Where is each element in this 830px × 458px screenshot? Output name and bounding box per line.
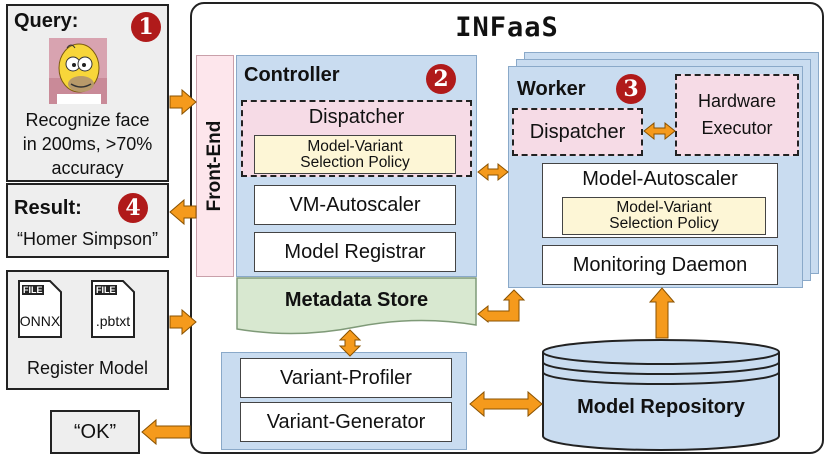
controller-title: Controller: [244, 64, 340, 86]
model-autoscaler-label: Model-Autoscaler: [582, 168, 738, 190]
vm-autoscaler: VM-Autoscaler: [254, 185, 456, 225]
worker-policy-line-1: Model-Variant: [616, 199, 712, 216]
hardware-executor-line-2: Executor: [701, 118, 773, 138]
worker-title: Worker: [517, 78, 586, 100]
query-title: Query:: [14, 10, 79, 32]
model-repository-cylinder: [542, 339, 780, 451]
controller-selection-policy: Model-Variant Selection Policy: [254, 135, 456, 174]
file-tag-1: FILE: [23, 285, 43, 295]
register-model-box: FILE ONNX FILE .pbtxt Register Model: [6, 270, 169, 390]
variant-profiler: Variant-Profiler: [240, 358, 452, 398]
hardware-executor-line-1: Hardware: [697, 91, 777, 111]
register-model-label: Register Model: [26, 358, 149, 378]
result-box: Result: 4 “Homer Simpson”: [6, 183, 169, 258]
model-registrar: Model Registrar: [254, 232, 456, 272]
model-repository-label: Model Repository: [577, 396, 745, 418]
hardware-executor: Hardware Executor: [675, 74, 799, 156]
file-pbtxt-label: .pbtxt: [95, 313, 131, 329]
file-onnx-label: ONNX: [19, 313, 61, 329]
worker-badge: 3: [616, 74, 646, 104]
query-badge: 1: [131, 12, 161, 42]
homer-avatar: [49, 38, 107, 104]
controller-policy-line-2: Selection Policy: [300, 153, 410, 171]
monitoring-daemon: Monitoring Daemon: [542, 245, 778, 285]
query-line-1: Recognize face: [25, 110, 150, 130]
controller-dispatcher-label: Dispatcher: [308, 106, 405, 128]
query-box: Query: 1 Recognize face in 200ms, >70% a…: [6, 4, 169, 182]
worker-dispatcher: Dispatcher: [512, 108, 643, 156]
controller-policy-line-1: Model-Variant: [307, 137, 403, 155]
variant-generator: Variant-Generator: [240, 402, 452, 442]
query-line-2: in 200ms, >70%: [22, 134, 153, 154]
front-end-label: Front-End: [204, 120, 225, 212]
front-end-panel: [196, 55, 234, 277]
worker-policy-line-2: Selection Policy: [609, 215, 719, 232]
worker-selection-policy: Model-Variant Selection Policy: [562, 197, 766, 235]
result-badge: 4: [118, 193, 148, 223]
metadata-store-shape: [236, 277, 477, 335]
result-title: Result:: [14, 197, 82, 219]
result-value: “Homer Simpson”: [16, 229, 159, 249]
file-tag-2: FILE: [96, 285, 116, 295]
metadata-store-label: Metadata Store: [284, 289, 429, 311]
ok-box: “OK”: [50, 410, 140, 454]
query-line-3: accuracy: [51, 158, 124, 178]
arrow-ok-out: [141, 418, 191, 446]
infaas-title: INFaaS: [455, 12, 559, 43]
ok-label: “OK”: [73, 420, 117, 443]
controller-badge: 2: [426, 64, 456, 94]
file-icon: [18, 280, 62, 338]
file-icon: [91, 280, 135, 338]
